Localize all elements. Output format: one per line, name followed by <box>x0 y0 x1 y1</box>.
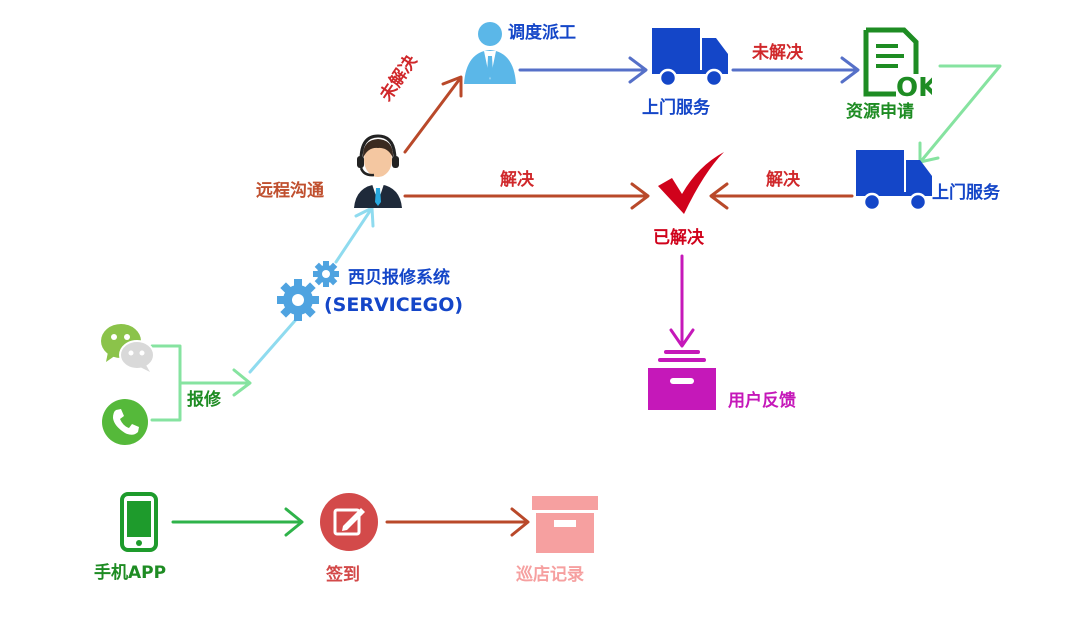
arrowhead-onsite <box>628 56 648 84</box>
arrowhead-agent <box>354 206 375 228</box>
wechat-icon <box>101 324 155 372</box>
arrow-resource-to-onsite2 <box>920 64 1002 162</box>
bracket-connector <box>150 344 250 422</box>
archive-box-icon <box>532 496 598 553</box>
onsite-service-label-1: 上门服务 <box>642 98 710 118</box>
checkin-label: 签到 <box>326 565 360 585</box>
truck-icon <box>652 28 728 88</box>
arrowhead-resource <box>840 56 860 84</box>
arrow-system-to-agent <box>334 209 372 264</box>
checkmark-icon <box>658 152 724 214</box>
mobile-phone-icon <box>120 492 158 552</box>
remote-comm-label: 远程沟通 <box>256 181 324 201</box>
arrowhead-report <box>232 368 252 397</box>
edge-label-unresolved-onsite: 未解决 <box>752 43 803 63</box>
resource-request-label: 资源申请 <box>846 102 914 122</box>
headset-agent-icon <box>354 134 402 208</box>
arrow-report-to-system <box>248 313 302 374</box>
report-label: 报修 <box>187 390 221 410</box>
feedback-label: 用户反馈 <box>728 391 796 411</box>
mobile-app-label: 手机APP <box>94 563 167 583</box>
resolved-label: 已解决 <box>653 228 704 248</box>
edit-pencil-icon <box>320 493 378 551</box>
gears-icon <box>277 261 339 321</box>
arrowhead-feedback <box>669 328 695 348</box>
arrowhead-dispatch <box>441 75 463 98</box>
system-name-label: 西贝报修系统 <box>348 268 450 288</box>
edge-label-resolved-agent: 解决 <box>500 170 534 190</box>
phone-icon <box>102 399 148 445</box>
truck-icon <box>856 150 932 212</box>
svg-text:OK: OK <box>896 73 932 98</box>
ok-document-icon: OK <box>863 27 932 98</box>
dispatch-label: 调度派工 <box>508 23 576 43</box>
edge-label-resolved-onsite: 解决 <box>766 170 800 190</box>
patrol-record-label: 巡店记录 <box>516 565 584 585</box>
person-icon <box>464 22 516 84</box>
onsite-service-label-2: 上门服务 <box>932 183 1000 203</box>
arrowhead-resolved-right <box>709 182 729 210</box>
arrowhead-checkin <box>284 507 304 537</box>
inbox-tray-icon <box>648 350 716 410</box>
system-code-label: (SERVICEGO) <box>324 294 464 316</box>
arrowhead-resolved-left <box>630 182 650 210</box>
arrowhead-patrol <box>510 507 530 537</box>
arrow-agent-to-dispatch <box>403 78 461 154</box>
